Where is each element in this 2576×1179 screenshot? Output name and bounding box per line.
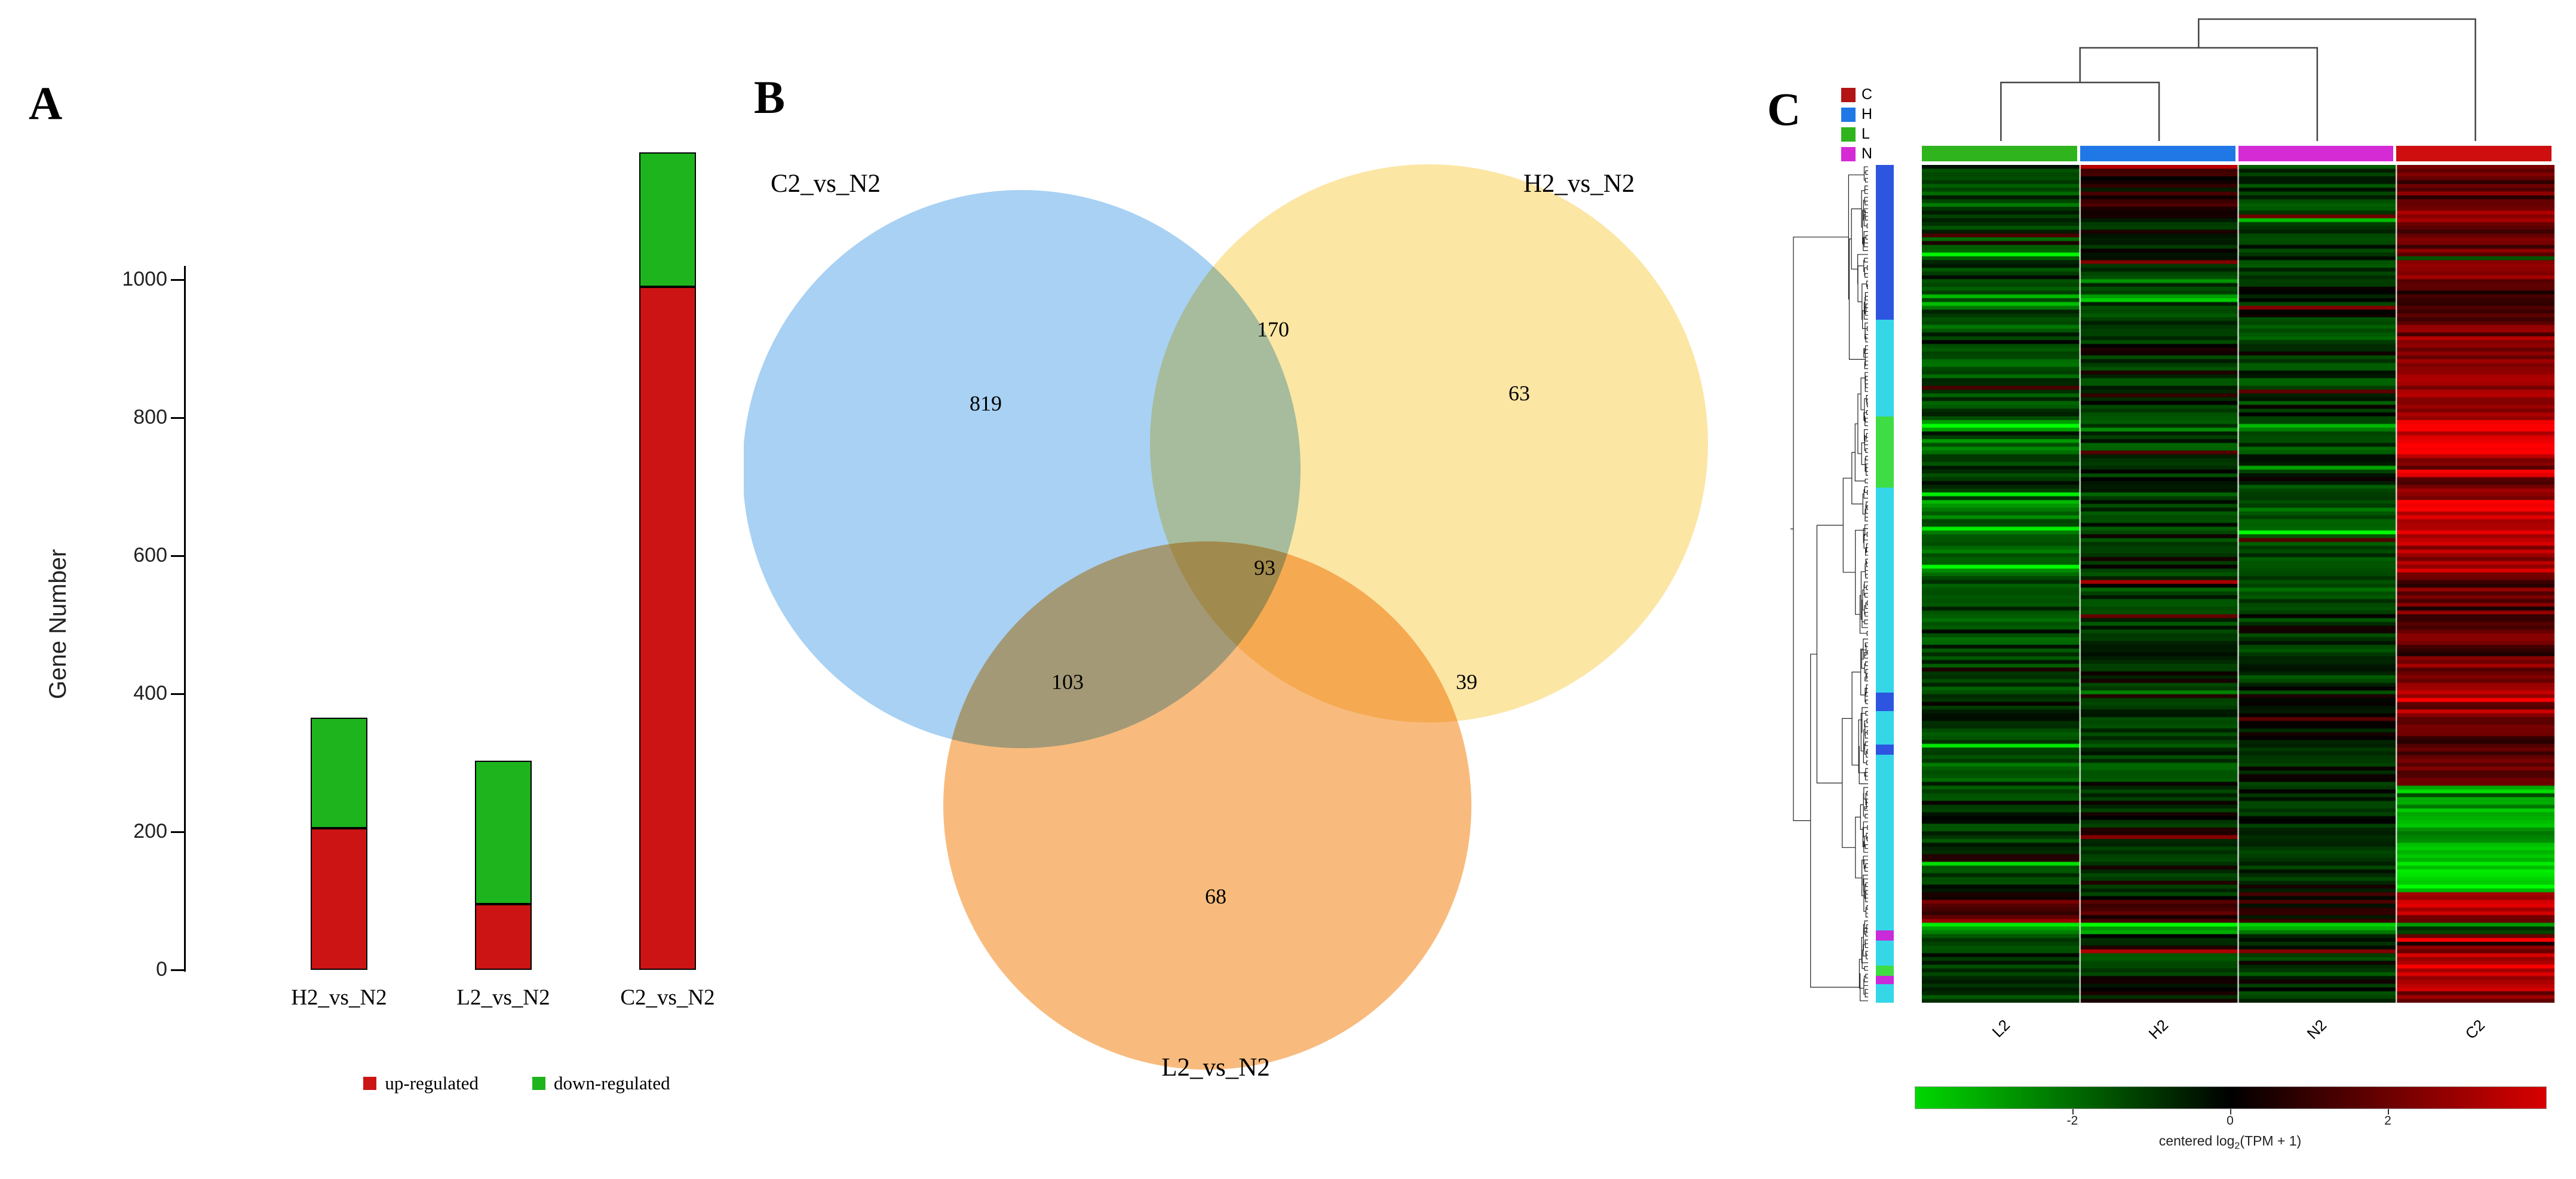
bar-segment-up-L2_vs_N2 bbox=[475, 904, 532, 970]
venn-count-c2_h2_l2: 93 bbox=[1254, 556, 1275, 580]
panel-a-label: A bbox=[29, 77, 63, 129]
x-category-label: H2_vs_N2 bbox=[291, 985, 387, 1010]
row-annotation-segment-1 bbox=[1876, 320, 1894, 417]
color-key-tick-mark-0 bbox=[2230, 1109, 2231, 1114]
color-key-tick-label-0: 0 bbox=[2227, 1114, 2234, 1128]
venn-circle-l2-vs-n2 bbox=[943, 541, 1471, 1070]
y-tick-mark bbox=[171, 969, 184, 971]
column-dendrogram bbox=[2000, 18, 2476, 141]
legend-label: up-regulated bbox=[385, 1073, 479, 1094]
y-axis-line bbox=[184, 266, 186, 972]
heatmap-column-label-C2: C2 bbox=[2461, 1016, 2488, 1043]
legend-item-down-regulated: down-regulated bbox=[532, 1073, 670, 1094]
heatmap-legend-label-N: N bbox=[1862, 145, 1873, 162]
heatmap-legend-row-L: L bbox=[1841, 124, 1872, 144]
color-key-gradient bbox=[1915, 1086, 2547, 1109]
heatmap-legend-label-H: H bbox=[1862, 106, 1873, 123]
venn-count-l2_only: 68 bbox=[1205, 884, 1226, 908]
heatmap-column-label-N2: N2 bbox=[2303, 1016, 2330, 1043]
row-annotation-segment-6 bbox=[1876, 745, 1894, 755]
bar-segment-down-H2_vs_N2 bbox=[311, 718, 367, 828]
heatmap-legend-swatch-N bbox=[1841, 146, 1856, 161]
heatmap-legend-swatch-C bbox=[1841, 87, 1856, 102]
venn-count-c2_h2: 170 bbox=[1257, 317, 1289, 341]
heatmap-legend-row-H: H bbox=[1841, 105, 1872, 124]
y-tick-mark bbox=[171, 831, 184, 833]
row-annotation-segment-9 bbox=[1876, 941, 1894, 966]
column-group-H bbox=[2080, 146, 2235, 161]
color-key-tick-mark--2 bbox=[2072, 1109, 2074, 1114]
color-key-caption-suffix: (TPM + 1) bbox=[2240, 1133, 2302, 1149]
y-tick-label: 200 bbox=[133, 820, 167, 843]
venn-set-label-h2-vs-n2: H2_vs_N2 bbox=[1523, 170, 1635, 198]
row-annotation-segment-4 bbox=[1876, 693, 1894, 712]
row-annotation-segment-8 bbox=[1876, 930, 1894, 941]
x-category-label: C2_vs_N2 bbox=[620, 985, 715, 1010]
venn-set-label-c2-vs-n2: C2_vs_N2 bbox=[771, 170, 881, 198]
row-annotation-segment-11 bbox=[1876, 976, 1894, 985]
bar-segment-up-H2_vs_N2 bbox=[311, 828, 367, 970]
y-tick-mark bbox=[171, 555, 184, 557]
y-tick-mark bbox=[171, 693, 184, 695]
row-annotation-segment-3 bbox=[1876, 487, 1894, 693]
column-group-color-bar bbox=[1922, 146, 2554, 161]
color-key-tick-label-2: 2 bbox=[2384, 1114, 2391, 1128]
bar-segment-down-L2_vs_N2 bbox=[475, 761, 532, 904]
row-annotation-segment-7 bbox=[1876, 755, 1894, 931]
venn-diagram bbox=[744, 164, 1708, 1070]
legend-swatch-down-regulated bbox=[532, 1077, 546, 1090]
row-annotation-color-bar bbox=[1876, 165, 1894, 1003]
heatmap-legend-label-C: C bbox=[1862, 86, 1873, 103]
row-annotation-segment-10 bbox=[1876, 966, 1894, 976]
color-key-tick-mark-2 bbox=[2388, 1109, 2389, 1114]
heatmap-column-label-L2: L2 bbox=[1988, 1016, 2014, 1041]
y-tick-label: 0 bbox=[156, 958, 167, 981]
y-tick-label: 1000 bbox=[122, 268, 167, 290]
row-dendrogram bbox=[1790, 166, 1868, 1002]
panel-c-label: C bbox=[1767, 83, 1801, 135]
row-annotation-segment-0 bbox=[1876, 165, 1894, 320]
heatmap-matrix bbox=[1922, 165, 2554, 1003]
legend-item-up-regulated: up-regulated bbox=[363, 1073, 479, 1094]
column-group-C bbox=[2396, 146, 2552, 161]
column-group-N bbox=[2238, 146, 2394, 161]
legend-label: down-regulated bbox=[554, 1073, 670, 1094]
panel-b-label: B bbox=[754, 71, 786, 123]
row-annotation-segment-12 bbox=[1876, 984, 1894, 1003]
color-key-tick-label--2: -2 bbox=[2066, 1114, 2078, 1128]
heatmap-legend-row-N: N bbox=[1841, 144, 1872, 164]
y-tick-label: 600 bbox=[133, 544, 167, 566]
row-annotation-segment-5 bbox=[1876, 711, 1894, 745]
venn-count-c2_only: 819 bbox=[970, 391, 1002, 415]
bar-segment-down-C2_vs_N2 bbox=[639, 152, 696, 287]
venn-set-label-l2-vs-n2: L2_vs_N2 bbox=[1161, 1054, 1270, 1082]
venn-count-c2_l2: 103 bbox=[1051, 670, 1084, 694]
y-tick-mark bbox=[171, 417, 184, 419]
y-tick-mark bbox=[171, 278, 184, 281]
bar-chart-legend: up-regulated down-regulated bbox=[203, 1073, 830, 1094]
y-tick-label: 400 bbox=[133, 682, 167, 705]
heatmap-legend-swatch-H bbox=[1841, 107, 1856, 122]
heatmap-legend-swatch-L bbox=[1841, 127, 1856, 142]
color-key-caption-prefix: centered log bbox=[2158, 1133, 2235, 1149]
color-key-caption-sub: 2 bbox=[2234, 1141, 2240, 1152]
heatmap-legend-label-L: L bbox=[1862, 125, 1870, 142]
y-tick-label: 800 bbox=[133, 406, 167, 428]
row-annotation-segment-2 bbox=[1876, 416, 1894, 488]
column-group-L bbox=[1922, 146, 2077, 161]
venn-count-h2_only: 63 bbox=[1508, 381, 1530, 405]
bar-segment-up-C2_vs_N2 bbox=[639, 287, 696, 970]
y-axis-title: Gene Number bbox=[45, 549, 71, 699]
legend-swatch-up-regulated bbox=[363, 1077, 377, 1090]
heatmap-column-label-H2: H2 bbox=[2145, 1016, 2172, 1043]
x-category-label: L2_vs_N2 bbox=[456, 985, 550, 1010]
heatmap-legend-row-C: C bbox=[1841, 85, 1872, 105]
color-key-caption: centered log2(TPM + 1) bbox=[1915, 1133, 2546, 1152]
venn-count-h2_l2: 39 bbox=[1456, 670, 1477, 694]
